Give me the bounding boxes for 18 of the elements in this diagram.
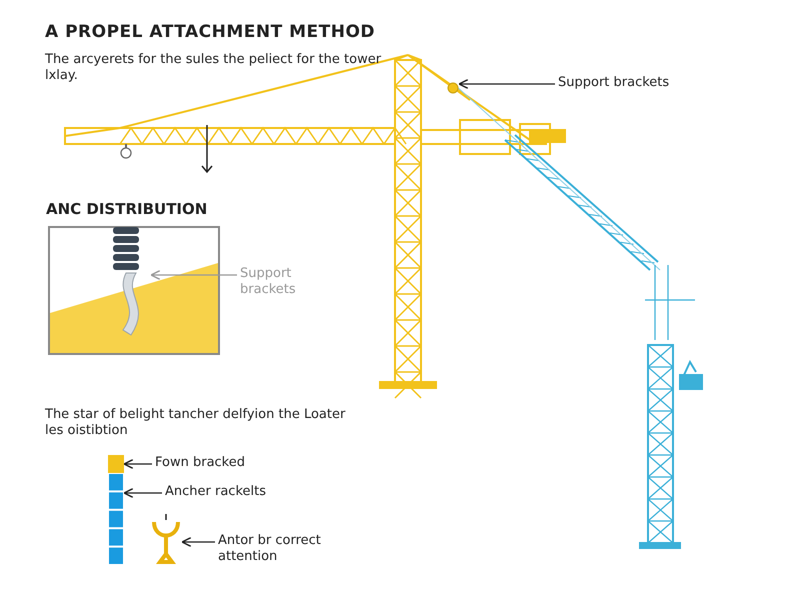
leader-line bbox=[181, 536, 215, 548]
leader-line bbox=[123, 458, 152, 470]
note-text: The star of belight tancher delfyion the Loater les oistibtion bbox=[45, 407, 346, 439]
hook-icon bbox=[150, 514, 182, 564]
callout-label: Antor br correct attention bbox=[218, 533, 368, 567]
panel-heading: ANC DISTRIBUTION bbox=[46, 200, 208, 218]
callout-label: Ancher rackelts bbox=[165, 484, 305, 502]
diagram-title: A PROPEL ATTACHMENT METHOD bbox=[45, 22, 376, 42]
inset-panel bbox=[46, 200, 221, 355]
callout-label: Fown bracked bbox=[155, 455, 275, 473]
note-text: The arcyerets for the sules the peliect for the tower lxlay. bbox=[45, 52, 382, 84]
callout-label: Support brackets bbox=[240, 266, 320, 298]
column-segment bbox=[108, 455, 124, 473]
leader-line bbox=[458, 78, 555, 90]
leader-line bbox=[123, 488, 162, 498]
leader-line bbox=[150, 270, 237, 280]
column-segment bbox=[108, 473, 124, 565]
callout-label: Support brackets bbox=[558, 75, 718, 93]
